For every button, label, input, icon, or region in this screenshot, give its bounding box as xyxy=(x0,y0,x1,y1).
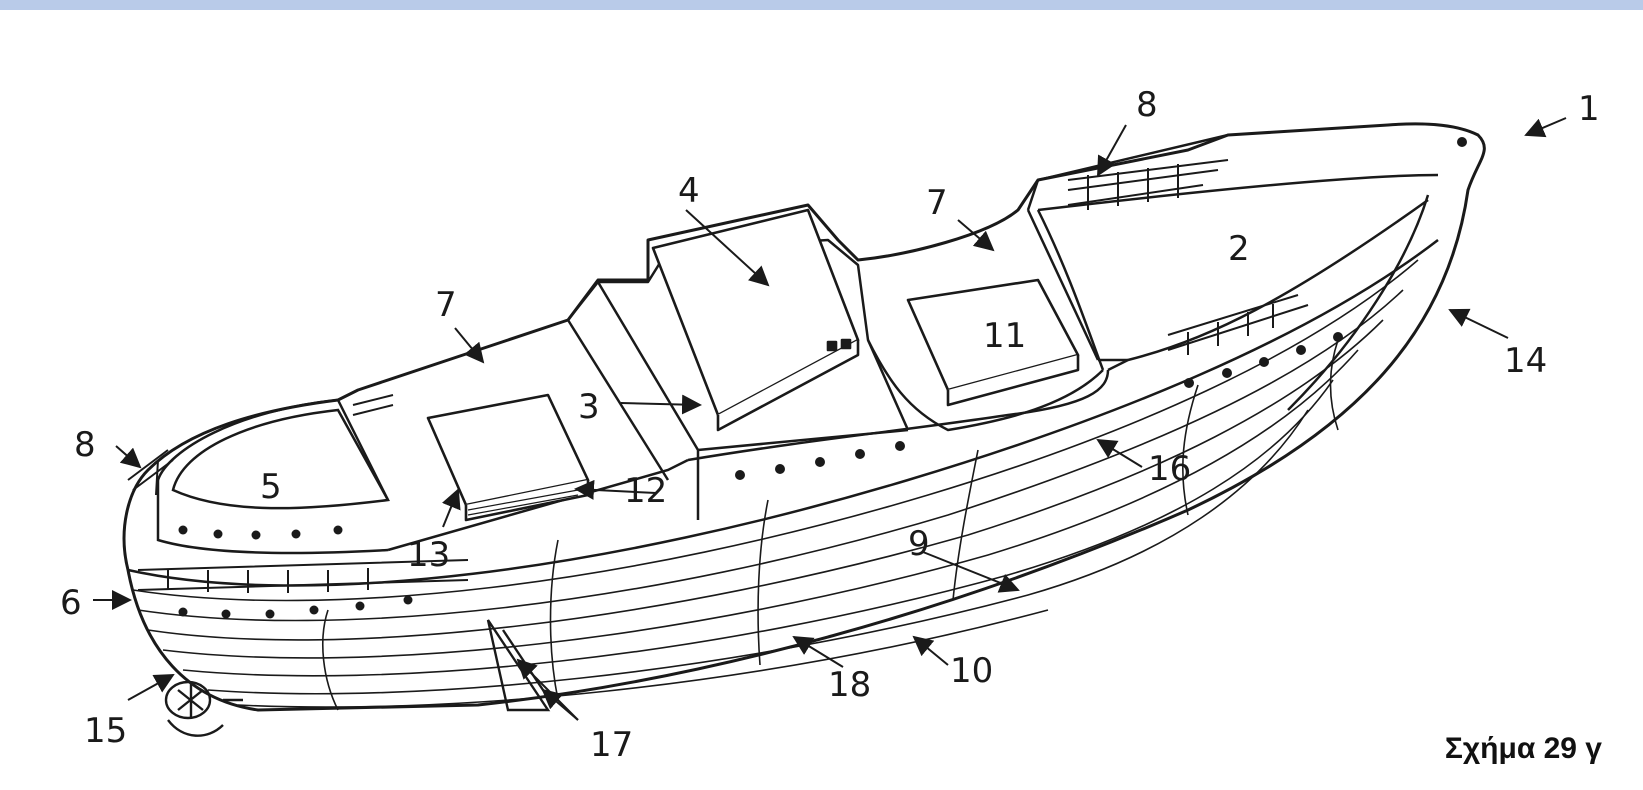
hatch-cover-13 xyxy=(426,393,590,522)
callout-1: 1 xyxy=(1578,89,1600,129)
ship-diagram: 1 2 3 4 5 6 7 7 8 8 9 10 11 12 13 14 15 … xyxy=(60,85,1600,765)
callout-2: 2 xyxy=(1228,229,1250,269)
callout-7-aft: 7 xyxy=(435,285,457,325)
hull-strakes xyxy=(132,259,1419,711)
propeller xyxy=(164,680,243,737)
callout-8-bow: 8 xyxy=(1136,85,1158,125)
portholes xyxy=(178,137,1467,619)
hatch-cover-11 xyxy=(906,278,1080,407)
callout-18: 18 xyxy=(828,665,871,705)
callout-4: 4 xyxy=(678,171,700,211)
leader-arrows xyxy=(93,117,1567,721)
callout-12: 12 xyxy=(624,471,667,511)
poop-deck xyxy=(171,408,390,510)
callout-7-bow: 7 xyxy=(926,183,948,223)
figure-canvas: 1 2 3 4 5 6 7 7 8 8 9 10 11 12 13 14 15 … xyxy=(8,10,1636,790)
callout-3: 3 xyxy=(578,387,600,427)
railings xyxy=(127,159,1309,593)
callout-15: 15 xyxy=(84,711,127,751)
callout-5: 5 xyxy=(260,467,282,507)
callout-11: 11 xyxy=(983,316,1026,356)
figure-caption: Σχήμα 29 γ xyxy=(1444,732,1602,765)
callout-8-stern: 8 xyxy=(74,425,96,465)
bridge-superstructure xyxy=(566,238,1104,520)
hull-outline xyxy=(122,122,1486,712)
callout-13: 13 xyxy=(407,535,450,575)
callout-17: 17 xyxy=(590,725,633,765)
callout-6: 6 xyxy=(60,583,82,623)
callout-10: 10 xyxy=(950,651,993,691)
callout-labels: 1 2 3 4 5 6 7 7 8 8 9 10 11 12 13 14 15 … xyxy=(60,85,1600,765)
wheelhouse-box xyxy=(651,208,860,432)
forecastle xyxy=(1026,133,1229,371)
callout-16: 16 xyxy=(1148,449,1191,489)
callout-14: 14 xyxy=(1504,341,1547,381)
callout-9: 9 xyxy=(908,524,930,564)
